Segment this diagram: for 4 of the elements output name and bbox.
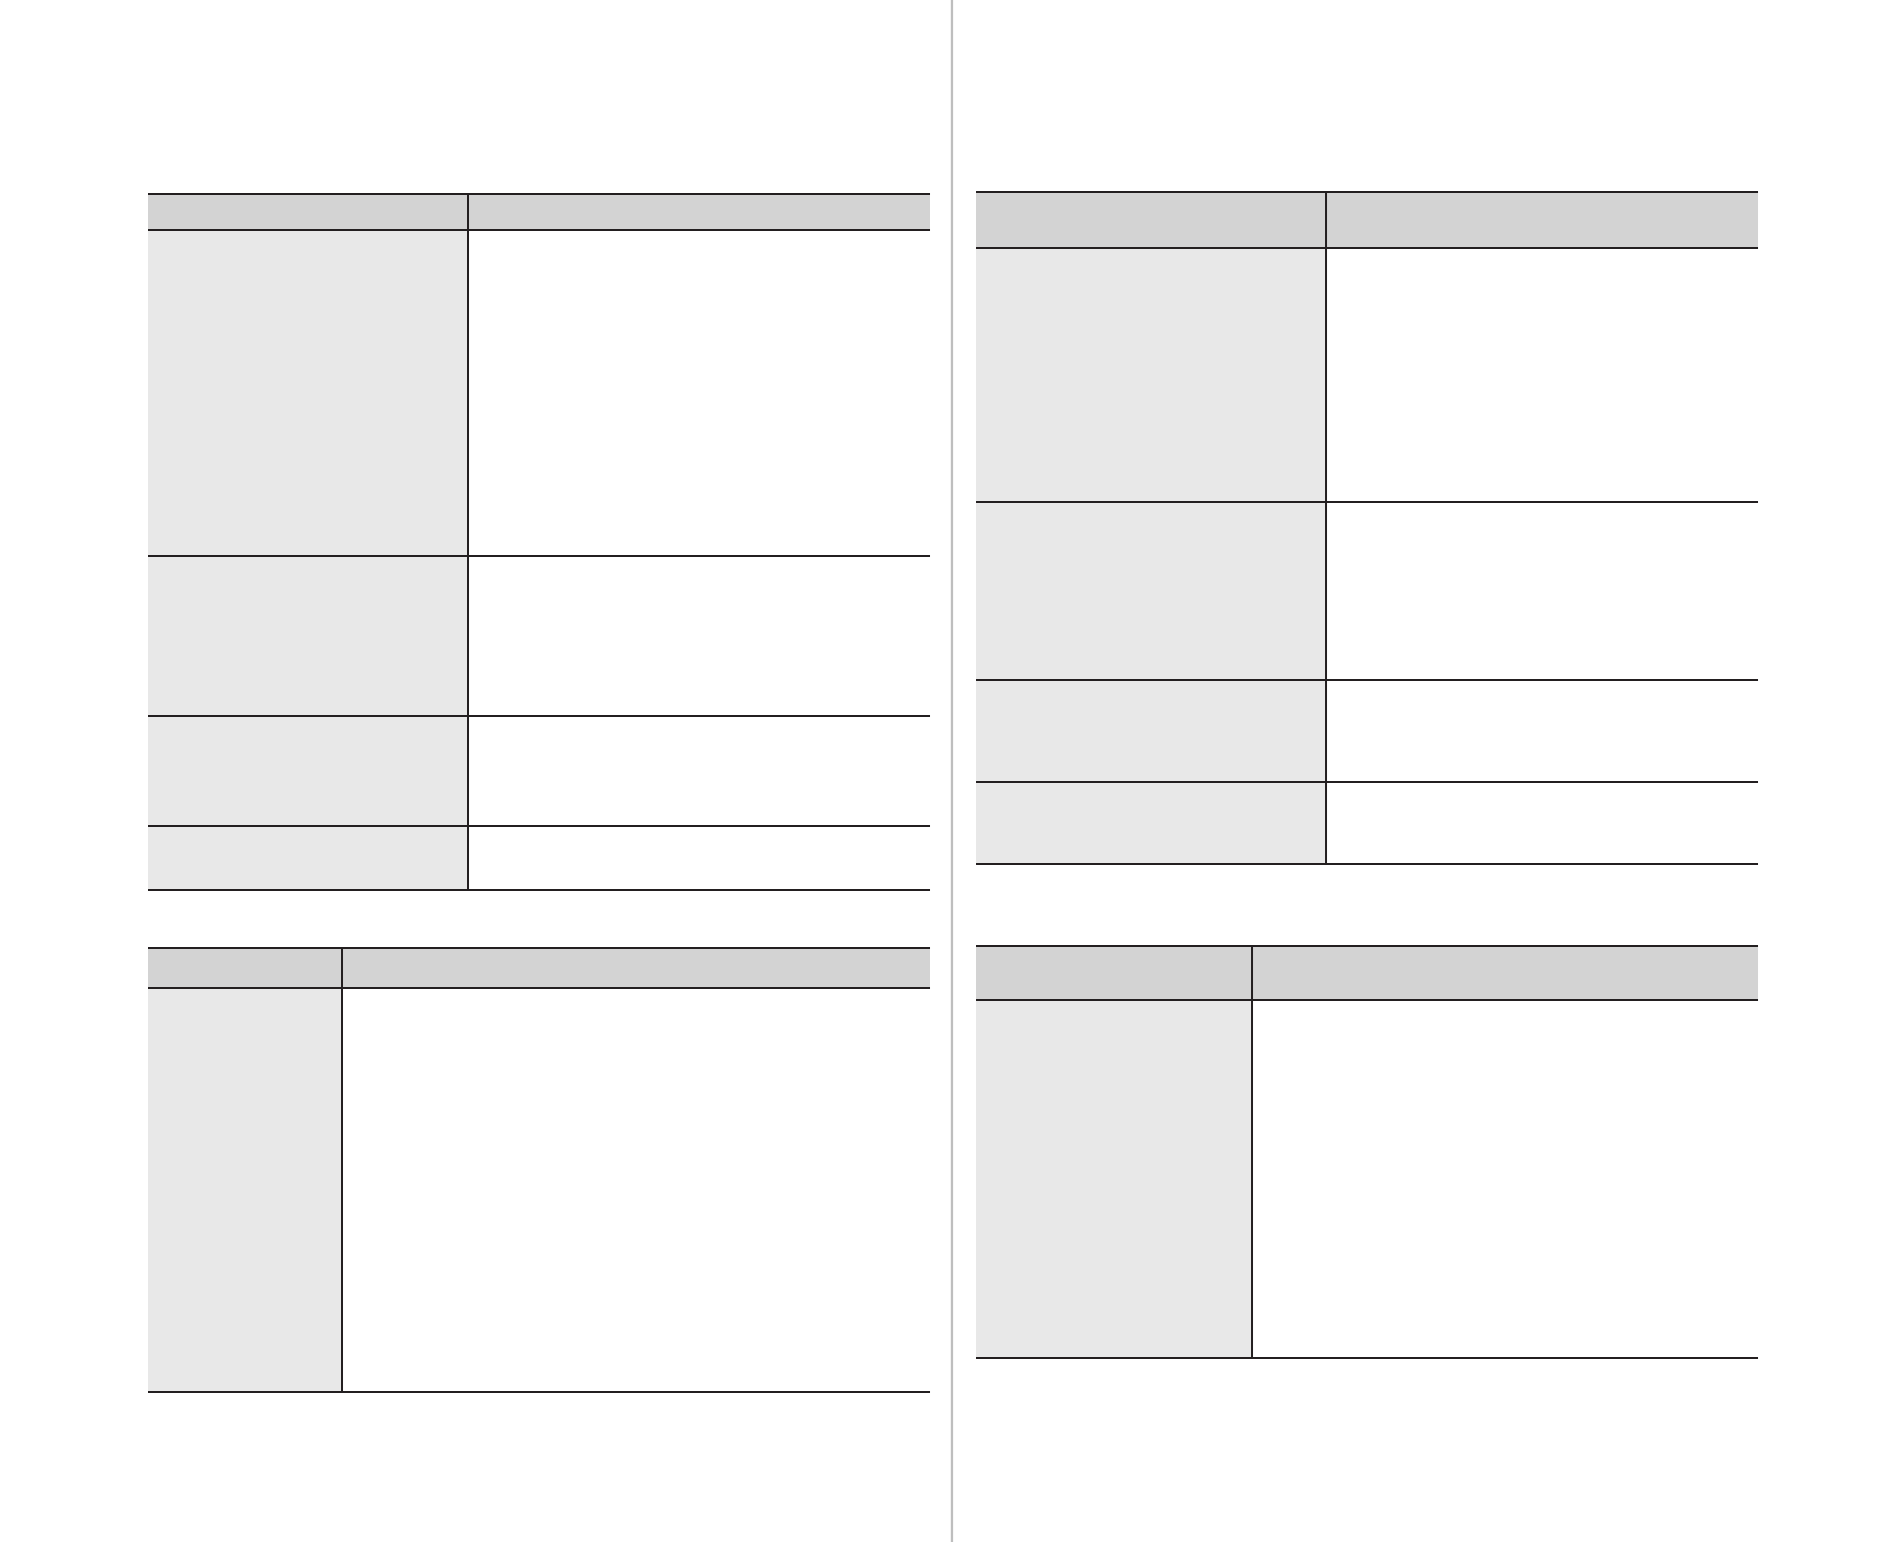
table-drawing <box>975 191 1759 865</box>
table-drawing <box>975 945 1759 1359</box>
table-drawing <box>147 947 931 1393</box>
table-drawing <box>147 193 931 891</box>
